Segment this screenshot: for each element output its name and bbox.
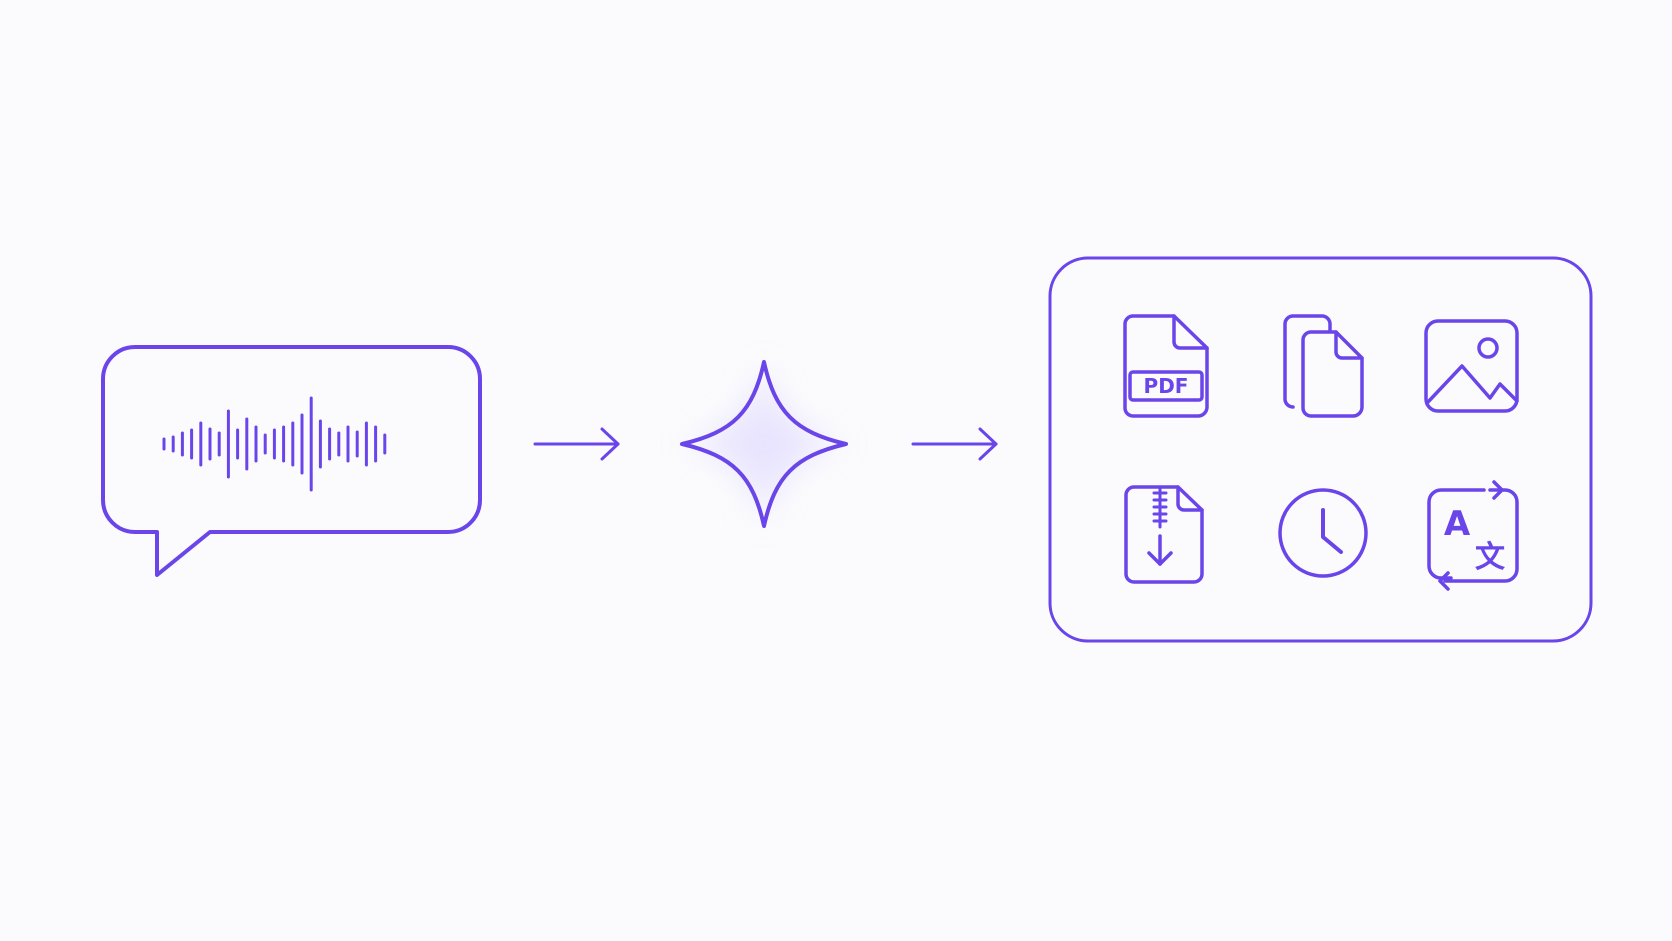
arrow-right-icon	[533, 427, 620, 461]
translate-latin-label: A	[1444, 504, 1471, 544]
pdf-label: PDF	[1144, 374, 1189, 398]
pdf-file-icon: PDF	[1123, 314, 1209, 418]
image-icon	[1424, 319, 1519, 413]
zip-download-icon	[1124, 485, 1204, 584]
translate-cjk-label: 文	[1475, 540, 1505, 575]
translate-icon: A 文	[1427, 480, 1519, 591]
output-formats-panel: PDF	[1048, 256, 1593, 643]
clock-icon	[1278, 488, 1368, 578]
voice-message-icon	[101, 345, 482, 577]
arrow-right-icon	[911, 427, 998, 461]
waveform-icon	[162, 396, 387, 492]
copy-documents-icon	[1283, 314, 1364, 418]
sparkle-icon	[680, 360, 848, 528]
